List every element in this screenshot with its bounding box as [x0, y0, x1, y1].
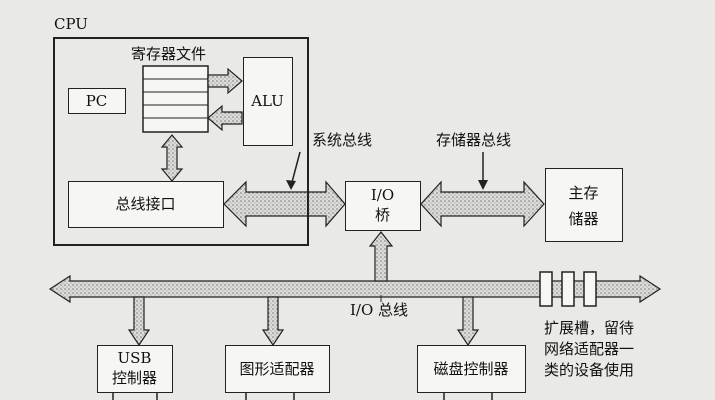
expansion-note-line2: 网络适配器一 — [544, 340, 635, 358]
main-memory-line1: 主存 — [568, 184, 599, 202]
regfile-to-alu-arrow — [207, 67, 243, 95]
usb-connector-arrow — [127, 296, 151, 347]
usb-controller-line1: USB — [117, 349, 152, 367]
alu-to-regfile-arrow — [207, 104, 243, 132]
alu-unit: ALU — [243, 57, 293, 146]
expansion-slots — [539, 271, 597, 307]
io-bridge-line2: 桥 — [374, 206, 390, 224]
usb-controller-line2: 控制器 — [111, 369, 157, 387]
expansion-note-line1: 扩展槽，留待 — [544, 319, 635, 337]
usb-controller: USB 控制器 — [97, 345, 173, 393]
graphics-adapter: 图形适配器 — [225, 345, 330, 393]
system-bus-label: 系统总线 — [312, 131, 373, 149]
cpu-label: CPU — [54, 15, 88, 33]
register-file-label: 寄存器文件 — [131, 45, 207, 63]
graphics-adapter-label: 图形适配器 — [239, 360, 315, 378]
io-bridge: I/O 桥 — [345, 181, 421, 231]
pc-register: PC — [68, 88, 126, 114]
memory-bus-label: 存储器总线 — [436, 131, 512, 149]
io-bridge-line1: I/O — [370, 186, 395, 204]
cpu-frame — [53, 37, 309, 246]
expansion-note-line3: 类的设备使用 — [544, 361, 635, 379]
io-bus-label: I/O 总线 — [350, 301, 409, 319]
main-memory: 主存 储器 — [545, 168, 623, 242]
memory-bus-label-pointer — [478, 152, 488, 190]
disk-controller-label: 磁盘控制器 — [433, 360, 509, 378]
bus-interface: 总线接口 — [68, 181, 224, 228]
pc-label: PC — [85, 92, 108, 110]
bridge-to-io-bus-arrow — [368, 231, 394, 282]
register-file-stack — [142, 65, 209, 133]
disk-connector-arrow — [456, 296, 480, 347]
alu-label: ALU — [251, 92, 284, 110]
main-memory-line2: 储器 — [568, 210, 599, 228]
bus-interface-label: 总线接口 — [115, 195, 176, 213]
system-bus-label-pointer — [286, 151, 301, 190]
io-bus-arrow — [48, 274, 662, 304]
memory-bus-arrow — [420, 180, 545, 228]
disk-controller: 磁盘控制器 — [417, 345, 526, 393]
graphics-connector-arrow — [261, 296, 285, 347]
